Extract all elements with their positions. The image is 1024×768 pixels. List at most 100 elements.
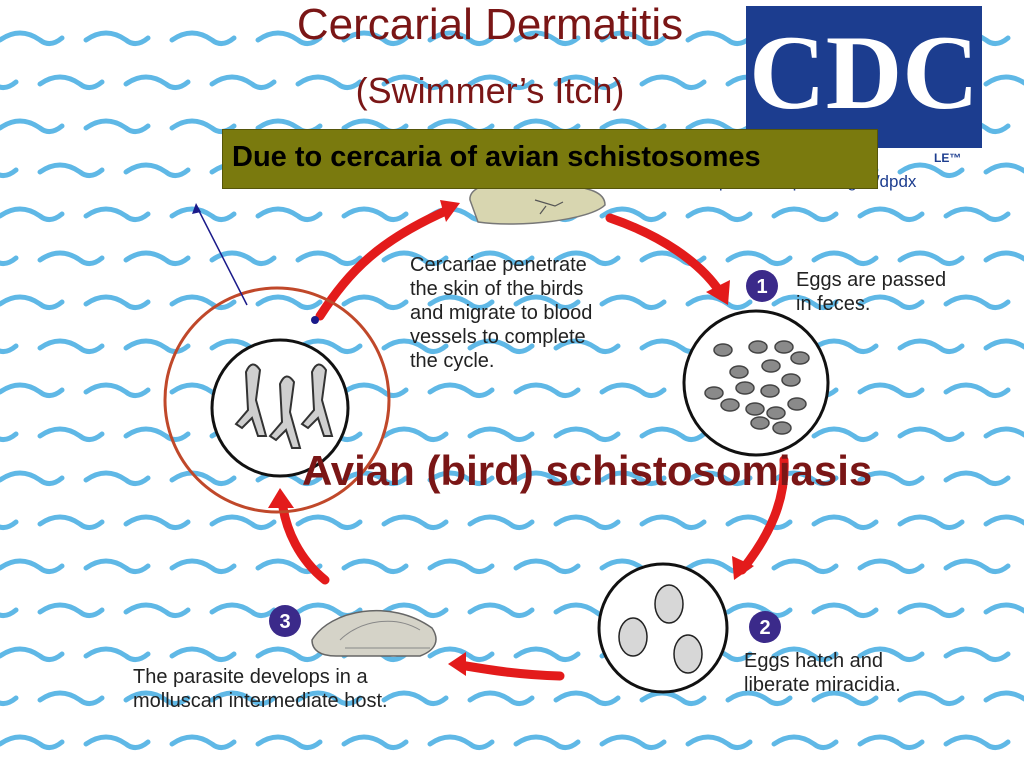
- wave: [0, 343, 19, 354]
- wave: [513, 558, 581, 574]
- wave: [427, 470, 495, 486]
- wave: [857, 558, 925, 574]
- wave: [255, 30, 323, 46]
- arrow-to-cercariae: [277, 495, 330, 585]
- wave: [123, 250, 191, 266]
- wave: [427, 558, 495, 574]
- wave: [169, 206, 237, 222]
- wave: [83, 558, 151, 574]
- wave: [209, 514, 277, 530]
- highlight-annotation: [163, 203, 391, 514]
- wave: [341, 382, 409, 398]
- wave: [0, 519, 19, 530]
- wave: [467, 514, 535, 530]
- wave: [943, 382, 1011, 398]
- wave: [0, 646, 65, 662]
- wave: [639, 514, 707, 530]
- wave: [811, 602, 879, 618]
- wave: [83, 294, 151, 310]
- wave: [123, 74, 191, 90]
- egg: [766, 406, 786, 420]
- egg: [760, 384, 780, 398]
- wave: [599, 294, 667, 310]
- wave: [295, 250, 363, 266]
- wave: [983, 690, 1024, 703]
- wave: [123, 602, 191, 618]
- wave: [209, 74, 277, 90]
- wave: [37, 250, 105, 266]
- wave: [599, 734, 667, 750]
- slide-title: Cercarial Dermatitis: [296, 0, 684, 49]
- wave: [771, 294, 839, 310]
- wave: [255, 646, 323, 662]
- cdc-logo: CDC LE™: [746, 6, 982, 165]
- wave: [169, 470, 237, 486]
- wave: [467, 426, 535, 442]
- pointer-line: [196, 206, 248, 306]
- snail-illustration: [311, 609, 437, 657]
- wave: [897, 338, 965, 354]
- wave: [381, 690, 449, 706]
- banner-text: Due to cercaria of avian schistosomes: [232, 141, 761, 173]
- slide-subtitle: (Swimmer’s Itch): [355, 70, 625, 111]
- egg: [774, 340, 794, 354]
- wave: [553, 338, 621, 354]
- wave: [0, 470, 65, 486]
- wave: [0, 382, 65, 398]
- wave: [169, 646, 237, 662]
- eggs-circle: [682, 309, 830, 457]
- wave: [83, 118, 151, 134]
- egg: [772, 421, 792, 435]
- wave: [169, 30, 237, 46]
- penetrate-line: the skin of the birds: [410, 278, 583, 300]
- wave: [725, 690, 793, 706]
- egg: [790, 351, 810, 365]
- wave: [427, 30, 495, 46]
- wave: [37, 162, 105, 178]
- step-3-line: molluscan intermediate host.: [133, 690, 388, 712]
- miracidium-egg: [654, 584, 684, 624]
- wave: [341, 470, 409, 486]
- wave: [983, 162, 1024, 175]
- wave: [857, 646, 925, 662]
- egg: [713, 343, 733, 357]
- wave: [553, 426, 621, 442]
- wave: [811, 514, 879, 530]
- arrowhead: [440, 200, 460, 222]
- arrow-to-snail: [455, 660, 565, 681]
- wave: [771, 734, 839, 750]
- wave: [83, 470, 151, 486]
- wave: [295, 74, 363, 90]
- egg: [729, 365, 749, 379]
- wave: [639, 74, 707, 90]
- wave: [467, 250, 535, 266]
- wave: [811, 338, 879, 354]
- egg: [761, 359, 781, 373]
- wave: [599, 30, 667, 46]
- wave: [467, 338, 535, 354]
- wave: [857, 470, 925, 486]
- wave: [37, 338, 105, 354]
- wave: [467, 690, 535, 706]
- wave: [255, 206, 323, 222]
- diagram-captions: Cercariae penetrate the skin of the bird…: [133, 254, 946, 712]
- wave: [0, 255, 19, 266]
- wave: [811, 250, 879, 266]
- wave: [341, 558, 409, 574]
- egg: [704, 386, 724, 400]
- cercaria: [268, 375, 302, 449]
- wave: [169, 294, 237, 310]
- wave: [295, 338, 363, 354]
- wave: [209, 250, 277, 266]
- wave: [381, 426, 449, 442]
- wave: [37, 602, 105, 618]
- wave: [513, 734, 581, 750]
- wave: [983, 250, 1024, 263]
- egg: [750, 416, 770, 430]
- wave: [725, 514, 793, 530]
- avian-schistosomiasis-label: Avian (bird) schistosomiasis: [302, 447, 873, 494]
- wave: [123, 162, 191, 178]
- wave: [857, 382, 925, 398]
- wave: [0, 294, 65, 310]
- wave: [123, 690, 191, 706]
